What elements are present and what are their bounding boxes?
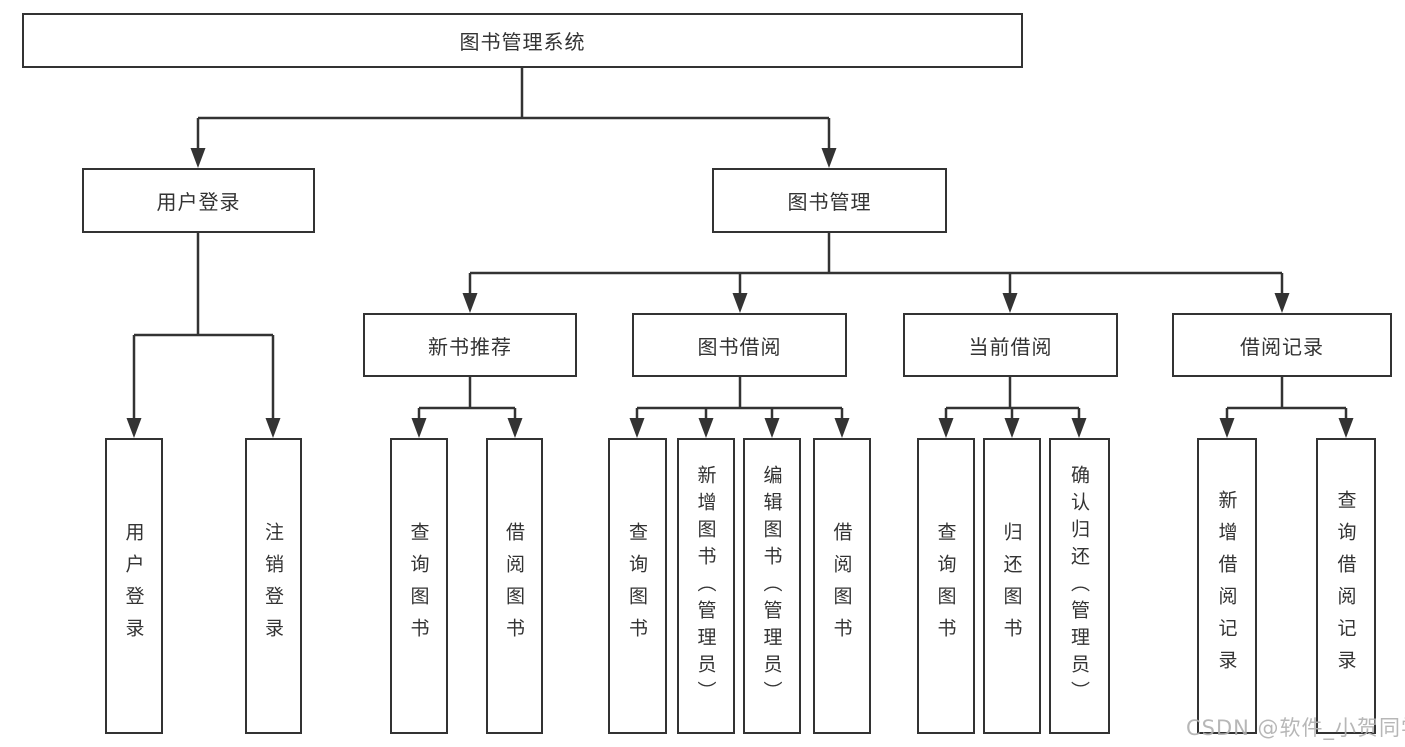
node-label: 用户登录 [156, 190, 241, 214]
node-label: 查询图书 [407, 522, 430, 650]
arrowhead-icons [126, 148, 1354, 438]
node-book-borrowing: 图书借阅 [632, 313, 847, 377]
node-label: 借阅记录 [1240, 334, 1324, 359]
leaf-logout: 注销登录 [245, 438, 302, 734]
node-book-management: 图书管理 [712, 168, 947, 233]
leaf-query-books-current: 查询图书 [917, 438, 975, 734]
leaf-add-book-admin: 新增图书（管理员） [677, 438, 735, 734]
node-label: 图书借阅 [697, 334, 782, 359]
node-label: 编辑图书（管理员） [760, 464, 783, 708]
node-borrowing-records: 借阅记录 [1172, 313, 1392, 377]
leaf-edit-book-admin: 编辑图书（管理员） [743, 438, 801, 734]
leaf-confirm-return-admin: 确认归还（管理员） [1049, 438, 1110, 734]
node-current-borrowing: 当前借阅 [903, 313, 1118, 377]
node-library-management-system: 图书管理系统 [22, 13, 1023, 68]
node-label: 当前借阅 [968, 334, 1053, 359]
node-label: 借阅图书 [830, 522, 853, 650]
node-label: 查询借阅记录 [1334, 490, 1357, 682]
node-label: 确认归还（管理员） [1068, 464, 1090, 708]
node-label: 图书管理系统 [459, 30, 586, 54]
node-label: 新增借阅记录 [1215, 490, 1238, 682]
leaf-query-books-recommend: 查询图书 [390, 438, 448, 734]
leaf-return-book: 归还图书 [983, 438, 1041, 734]
node-label: 新增图书（管理员） [694, 464, 717, 708]
leaf-query-borrow-record: 查询借阅记录 [1316, 438, 1376, 734]
csdn-watermark: CSDN @软件_小贺同学 [1186, 716, 1405, 740]
leaf-add-borrow-record: 新增借阅记录 [1197, 438, 1257, 734]
node-label: 查询图书 [626, 522, 648, 650]
node-label: 借阅图书 [503, 522, 525, 650]
node-label: 归还图书 [1000, 522, 1023, 650]
node-user-login: 用户登录 [82, 168, 315, 233]
leaf-borrow-books-borrowing: 借阅图书 [813, 438, 871, 734]
connector-path [132, 67, 1348, 420]
leaf-borrow-books-recommend: 借阅图书 [486, 438, 543, 734]
node-label: 查询图书 [934, 522, 957, 650]
node-new-book-recommend: 新书推荐 [363, 313, 577, 377]
node-label: 注销登录 [262, 522, 284, 650]
leaf-query-books-borrowing: 查询图书 [608, 438, 667, 734]
leaf-user-login: 用户登录 [105, 438, 163, 734]
node-label: 用户登录 [122, 522, 145, 650]
node-label: 新书推荐 [428, 334, 512, 359]
node-label: 图书管理 [787, 190, 872, 214]
